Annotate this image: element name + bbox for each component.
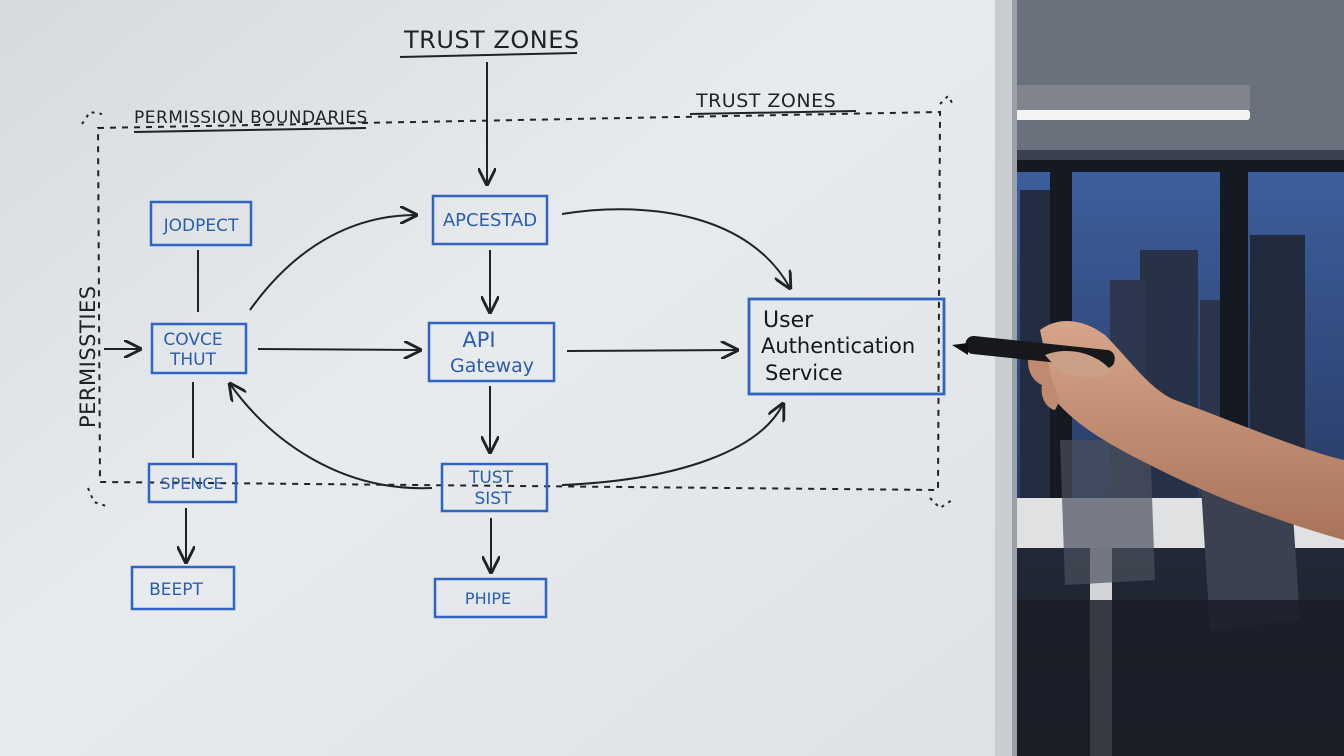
ceiling	[1000, 0, 1344, 150]
box-apcestad-label: APCESTAD	[443, 210, 537, 231]
hand-holding-marker	[952, 320, 1344, 540]
floor	[1015, 600, 1344, 756]
ceiling-light	[1015, 110, 1250, 120]
box-jodpect-label: JODPECT	[163, 216, 239, 236]
whiteboard-edge-shadow	[1012, 0, 1017, 756]
arrow-covce-to-api	[257, 349, 420, 350]
label-underline	[689, 110, 857, 115]
light-glow	[1015, 85, 1250, 110]
whiteboard-surface	[0, 0, 995, 756]
box-covce-thut: COVCE THUT	[150, 322, 248, 375]
trust-zone-boundary	[96, 110, 942, 492]
box-phipe-label: PHIPE	[465, 589, 511, 608]
box-api-label-1: API	[462, 328, 495, 352]
box-covce-label-1: COVCE	[163, 330, 222, 350]
box-tust-sist: TUST SIST	[440, 462, 549, 513]
label-trust-zones-right: TRUST ZONES	[695, 90, 836, 112]
box-jodpect: JODPECT	[149, 200, 253, 247]
whiteboard-edge	[995, 0, 1017, 756]
box-user-label-3: Service	[765, 361, 843, 385]
arrow-api-to-user	[566, 350, 737, 351]
office-chair	[1060, 440, 1155, 585]
arrow-tust-to-user	[561, 404, 783, 486]
box-user-label-1: User	[763, 308, 814, 333]
box-api-label-2: Gateway	[450, 355, 534, 377]
label-permission-boundaries: PERMISSION BOUNDARIES	[134, 108, 368, 128]
marker-tip	[952, 343, 968, 355]
title-trust-zones-top: TRUST ZONES	[403, 26, 580, 54]
title-underline	[399, 52, 578, 58]
box-beept-label: BEEPT	[149, 580, 203, 600]
thumb	[1045, 351, 1112, 378]
label-permissties: PERMISSTIES	[76, 285, 100, 428]
box-covce-label-2: THUT	[169, 350, 217, 370]
box-apcestad: APCESTAD	[431, 194, 549, 246]
label-underline	[133, 127, 367, 133]
box-user-authentication-service: User Authentication Service	[747, 297, 946, 396]
box-spence: SPENCE	[147, 462, 238, 504]
arrow-tust-to-covce	[230, 384, 433, 490]
box-user-label-2: Authentication	[761, 334, 915, 358]
box-spence-label: SPENCE	[160, 474, 223, 493]
knuckles	[1028, 345, 1060, 410]
box-tust-label-1: TUST	[468, 468, 514, 488]
window-frame	[1015, 160, 1344, 172]
box-beept: BEEPT	[130, 565, 236, 611]
box-tust-label-2: SIST	[475, 489, 513, 509]
arrow-covce-to-apcestad	[249, 215, 416, 311]
arrow-apcestad-to-user	[561, 208, 790, 288]
box-api-gateway: API Gateway	[427, 321, 556, 383]
arm	[1040, 320, 1344, 540]
box-phipe: PHIPE	[433, 577, 548, 619]
